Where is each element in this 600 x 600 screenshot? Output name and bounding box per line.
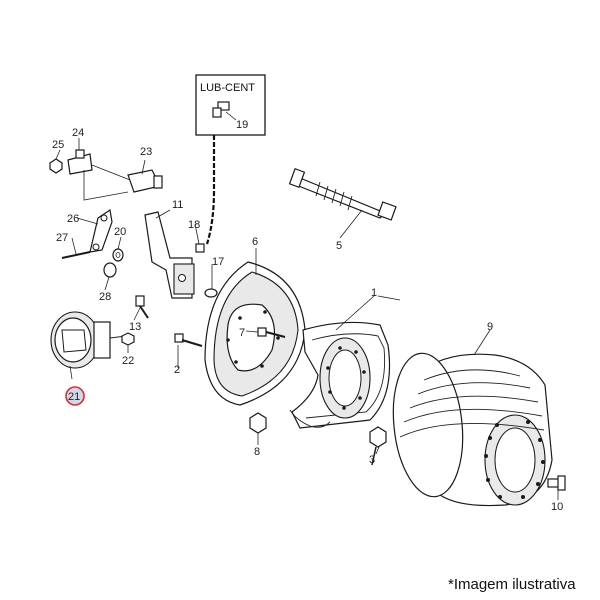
callout-24: 24: [72, 127, 84, 139]
lub-cent-label: LUB-CENT: [200, 82, 255, 94]
lube-fitting-19: [212, 101, 237, 121]
brake-drum-9: [392, 352, 553, 507]
callout-18: 18: [188, 219, 200, 231]
nut-8: [249, 412, 267, 434]
washer-20: [112, 248, 124, 262]
callout-13: 13: [129, 321, 141, 333]
brake-shoe-assembly-1: [289, 321, 391, 429]
lube-fitting-18: [195, 243, 205, 253]
nut-22: [121, 332, 135, 346]
callout-2: 2: [174, 364, 180, 376]
callout-numbers: 1 2 3 5 6 7 8 9 10 11 13 17 18 19 20 22 …: [52, 119, 563, 513]
callout-19: 19: [236, 119, 248, 131]
callout-7: 7: [239, 327, 245, 339]
callout-5: 5: [336, 240, 342, 252]
callout-9: 9: [487, 321, 493, 333]
caption: *Imagem ilustrativa: [448, 576, 576, 593]
lub-cent-box: LUB-CENT: [195, 74, 266, 245]
callout-28: 28: [99, 291, 111, 303]
bolt-10: [547, 475, 566, 491]
oring-17: [204, 288, 218, 298]
nut-25: [49, 158, 63, 174]
callout-11: 11: [172, 199, 183, 211]
clevis-24: [67, 149, 93, 175]
callout-27: 27: [56, 232, 68, 244]
cam-bracket-11: [144, 211, 195, 299]
callout-25: 25: [52, 139, 64, 151]
slack-adjuster-26: [89, 208, 113, 253]
callout-8: 8: [254, 446, 260, 458]
callout-3: 3: [369, 454, 375, 466]
callout-26: 26: [67, 213, 79, 225]
callout-17: 17: [212, 256, 224, 268]
callout-21: 21: [68, 391, 80, 403]
bushing-28: [103, 262, 117, 278]
callout-20: 20: [114, 226, 126, 238]
callout-10: 10: [551, 501, 563, 513]
callout-1: 1: [371, 287, 377, 299]
nut-3: [369, 426, 387, 448]
brake-chamber-21: [50, 311, 127, 369]
callout-6: 6: [252, 236, 258, 248]
callout-22: 22: [122, 355, 134, 367]
bolt-13: [135, 295, 149, 319]
callout-23: 23: [140, 146, 152, 158]
pin-27: [61, 251, 91, 259]
clevis-23: [127, 169, 163, 193]
leader-lines: [55, 138, 559, 500]
bolt-2: [174, 333, 203, 347]
camshaft-5: [288, 168, 397, 239]
callout-21-highlight[interactable]: 21: [65, 386, 85, 406]
backing-plate-6: [204, 261, 306, 406]
